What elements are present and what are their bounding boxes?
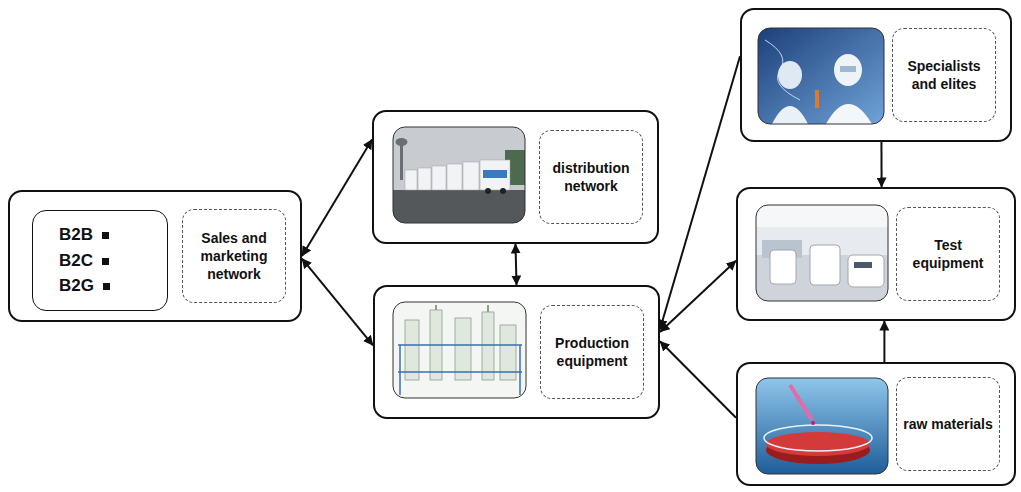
flow-arrow [302, 259, 373, 346]
resource-box: Sales and marketing networkB2BB2CB2G [8, 190, 302, 322]
box-label: distribution network [539, 130, 643, 224]
box-label: Specialists and elites [892, 28, 996, 122]
box-label: Test equipment [896, 207, 1000, 301]
channel-label: B2B [59, 222, 109, 248]
resource-box: Production equipment [373, 285, 660, 419]
resource-box: Test equipment [736, 187, 1016, 321]
channel-box: B2BB2CB2G [32, 210, 168, 311]
test-equipment-photo [756, 205, 888, 301]
flow-arrow [660, 341, 736, 418]
flow-arrow [880, 142, 882, 187]
channel-label: B2G [59, 273, 110, 299]
resource-box: Specialists and elites [740, 8, 1012, 142]
box-label: raw materials [896, 377, 1000, 471]
flow-arrow [660, 261, 736, 332]
machinery-photo [393, 302, 526, 398]
flow-arrow [302, 139, 372, 256]
flow-arrow [660, 56, 740, 329]
resource-box: distribution network [372, 110, 659, 244]
flow-arrow [883, 321, 885, 362]
box-label: Sales and marketing network [182, 209, 286, 303]
trucks-photo [393, 127, 525, 223]
flow-arrow [516, 244, 517, 285]
raw-materials-photo [756, 378, 888, 474]
channel-label: B2C [59, 248, 109, 274]
resource-box: raw materials [736, 362, 1016, 486]
box-label: Production equipment [540, 305, 644, 399]
lab-photo [758, 28, 884, 124]
